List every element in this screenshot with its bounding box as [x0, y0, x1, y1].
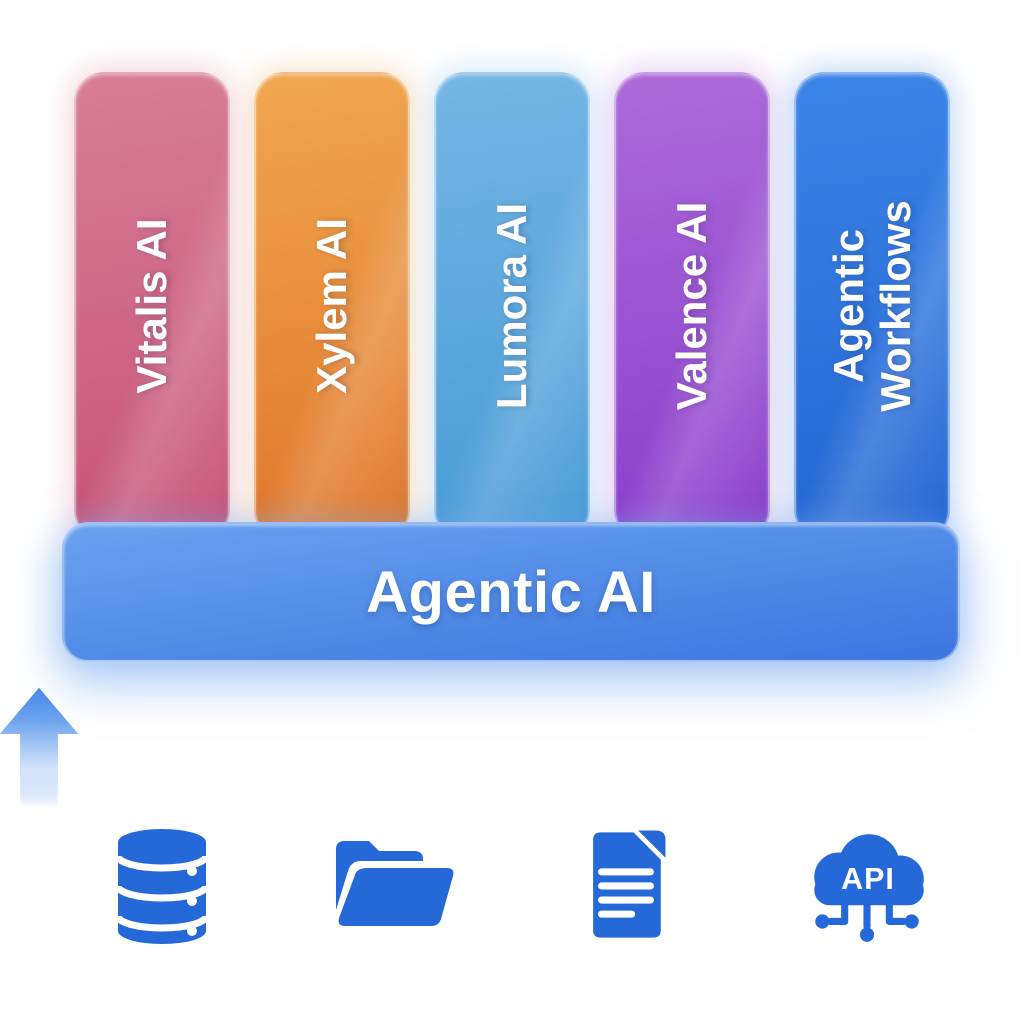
database-icon: [112, 826, 212, 946]
pillar-valence-ai-label: Valence AI: [668, 201, 715, 411]
agentic-ai-platform-label: Agentic AI: [366, 559, 656, 625]
pillar-lumora-ai: Lumora AI: [434, 72, 590, 540]
up-arrow: [0, 688, 78, 812]
pillar-xylem-ai: Xylem AI: [254, 72, 410, 540]
pillar-valence-ai: Valence AI: [614, 72, 770, 540]
agentic-ai-platform-bar: Agentic AI: [62, 522, 960, 662]
pillar-xylem-ai-label: Xylem AI: [308, 218, 355, 394]
pillar-agentic-workflows: Agentic Workflows: [794, 72, 950, 540]
pillar-vitalis-ai-label: Vitalis AI: [128, 218, 175, 394]
api-label: API: [841, 862, 895, 896]
pillar-vitalis-ai: Vitalis AI: [74, 72, 230, 540]
pillar-agentic-workflows-label: Agentic Workflows: [824, 200, 919, 412]
document-icon: [579, 826, 673, 944]
api-cloud-icon: API: [796, 816, 938, 958]
pillar-lumora-ai-label: Lumora AI: [488, 202, 535, 410]
folder-icon: [333, 834, 457, 934]
